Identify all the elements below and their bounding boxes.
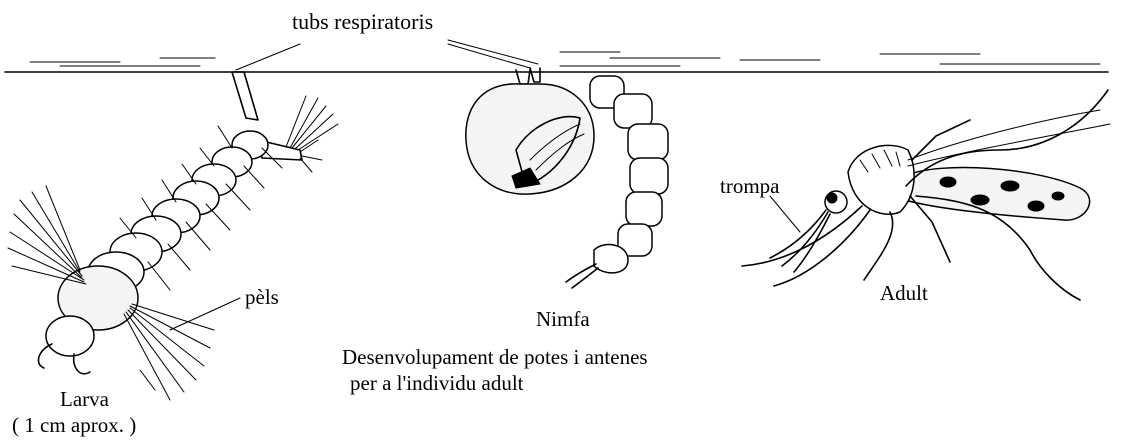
pupa-desc-line-1: Desenvolupament de potes i antenes: [342, 346, 648, 369]
pupa-drawing: [466, 68, 668, 288]
adult-label: Adult: [880, 282, 928, 305]
larva-pointer-line: [140, 370, 155, 390]
larva-label: Larva: [60, 388, 109, 411]
pupa-label: Nimfa: [536, 308, 590, 331]
tubes-label: tubs respiratoris: [292, 10, 433, 34]
hairs-pointer-line: [170, 298, 240, 330]
pupa-desc-line-2: per a l'individu adult: [350, 372, 524, 395]
proboscis-label: trompa: [720, 175, 779, 198]
tubes-pointer-lines: [236, 40, 538, 70]
water-surface: [5, 52, 1108, 72]
hairs-label: pèls: [245, 286, 279, 309]
proboscis-pointer-line: [770, 196, 800, 232]
larva-size-label: ( 1 cm aprox. ): [12, 414, 136, 437]
adult-drawing: [742, 90, 1110, 300]
larva-drawing: [8, 72, 338, 400]
